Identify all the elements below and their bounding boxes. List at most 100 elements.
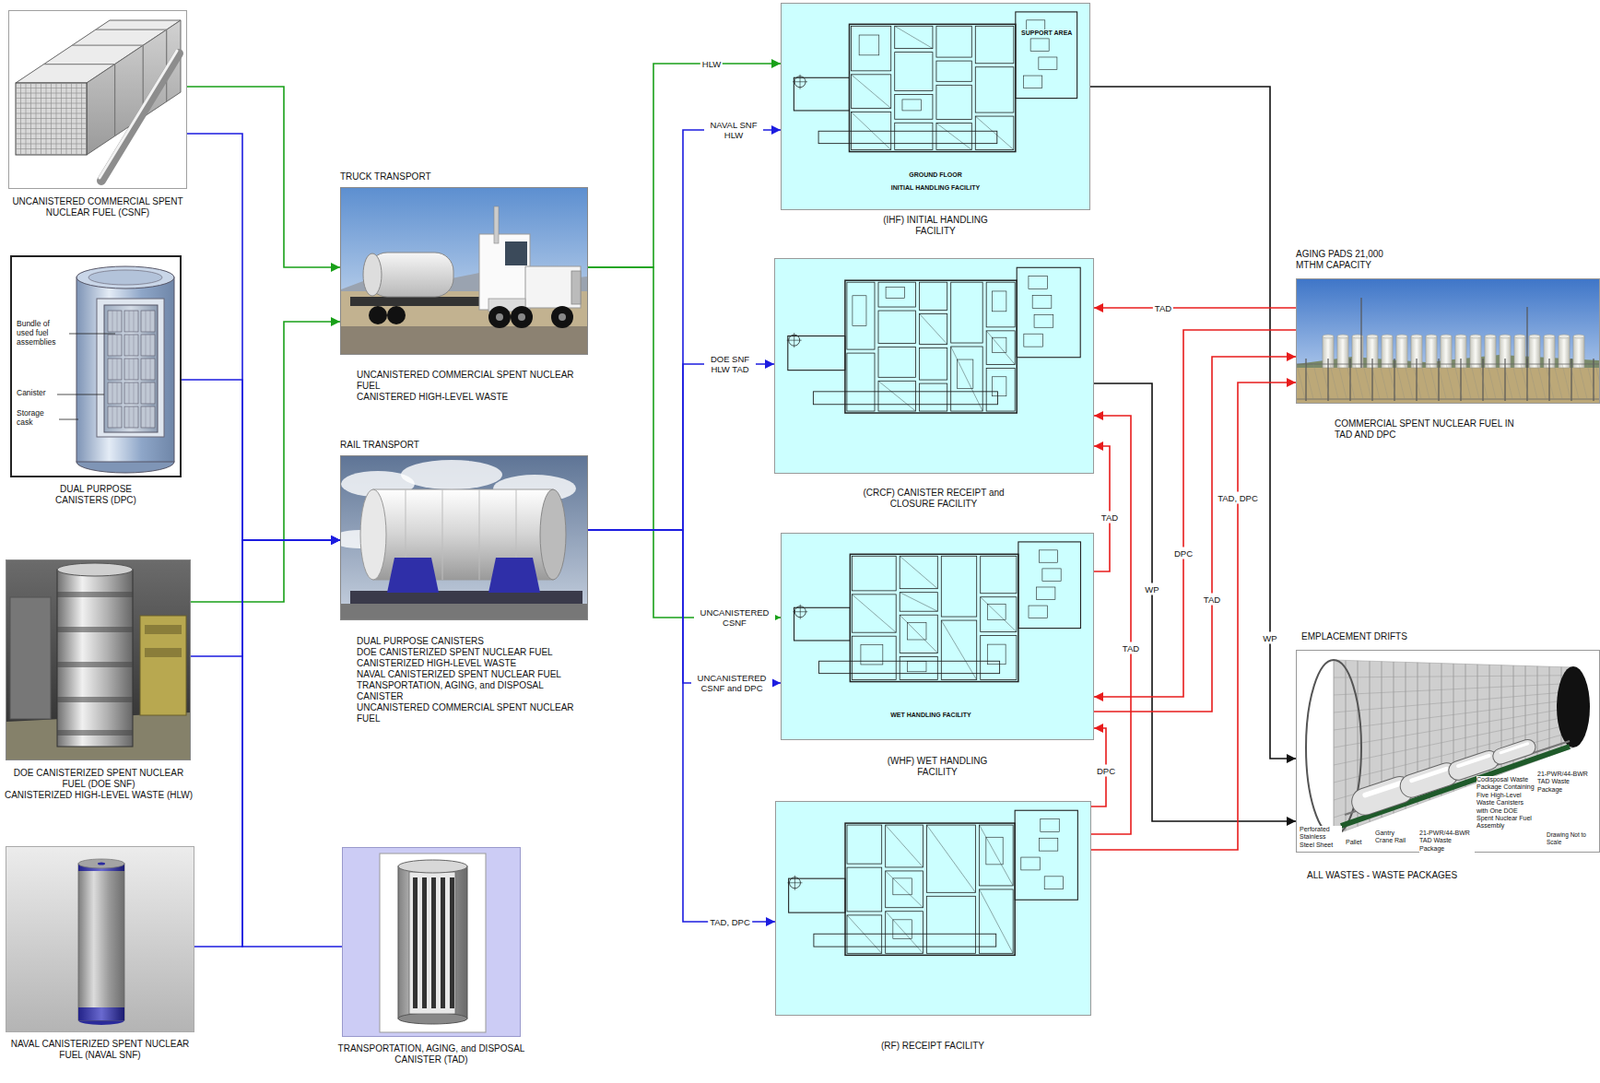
rect-shape <box>957 359 974 389</box>
edge-label: WP <box>1260 632 1279 645</box>
line-shape <box>133 358 135 380</box>
caption-block: TRUCK TRANSPORT <box>340 171 543 183</box>
line-shape <box>927 824 977 893</box>
flow-arrow <box>187 86 341 268</box>
line-shape <box>1479 364 1488 400</box>
line-shape <box>1344 741 1570 815</box>
ellipse-shape <box>1396 334 1408 339</box>
illustration <box>6 560 190 760</box>
line-shape <box>1329 364 1339 400</box>
line-shape <box>101 53 179 181</box>
caption-block: UNCANISTERED COMMERCIAL SPENT NUCLEAR FU… <box>0 196 195 219</box>
node-heading: TRANSPORTATION, AGING, and DISPOSAL CANI… <box>334 1043 529 1066</box>
rect-shape <box>894 25 933 48</box>
ellipse-shape <box>1558 334 1570 339</box>
rect-shape <box>398 866 468 1019</box>
line-shape <box>918 313 947 344</box>
rect-shape <box>986 330 1015 365</box>
node-caption: CANISTERIZED HIGH-LEVEL WASTE (HLW) <box>1 789 196 801</box>
rect-shape <box>1042 568 1061 581</box>
rect-shape <box>902 99 922 111</box>
rect-shape <box>885 870 924 908</box>
node-caption: CANISTERIZED HIGH-LEVEL WASTE <box>356 658 583 670</box>
rect-shape <box>1425 336 1437 368</box>
rect-shape <box>1016 267 1081 357</box>
node-heading: DOE CANISTERIZED SPENT NUCLEAR FUEL (DOE… <box>1 767 196 790</box>
flow-arrow <box>194 540 341 947</box>
transport-photo: TRUCK TRANSPORTUNCANISTERED COMMERCIAL S… <box>340 187 589 355</box>
rect-shape <box>936 25 972 58</box>
facility-plan: (CRCF) CANISTER RECEIPT and CLOSURE FACI… <box>774 258 1095 474</box>
line-shape <box>112 406 114 428</box>
rect-shape <box>440 877 446 1009</box>
node-caption: TRANSPORTATION, AGING, and DISPOSAL CANI… <box>356 680 583 703</box>
rect-shape <box>988 644 1007 665</box>
line-shape <box>112 310 114 332</box>
ellipse-shape <box>1366 334 1378 339</box>
flow-arrow <box>588 364 775 530</box>
line-shape <box>117 358 118 380</box>
rect-shape <box>936 84 972 119</box>
rect-shape <box>124 382 139 404</box>
rect-shape <box>571 270 581 305</box>
rect-shape <box>860 645 883 665</box>
rect-shape <box>893 919 912 940</box>
line-shape <box>1333 699 1574 730</box>
flow-arrow <box>1094 329 1296 697</box>
rect-shape <box>124 406 139 428</box>
line-shape <box>133 334 135 356</box>
callout-label: Canister <box>16 388 58 398</box>
line-shape <box>800 74 801 90</box>
line-shape <box>1305 364 1314 400</box>
line-shape <box>1421 364 1430 400</box>
line-shape <box>442 489 444 580</box>
rect-shape <box>1470 336 1482 368</box>
line-shape <box>941 620 977 681</box>
flow-arrow <box>588 529 776 922</box>
rect-shape <box>350 296 489 306</box>
line-shape <box>1371 364 1380 400</box>
fuel-assembly-image: UNCANISTERED COMMERCIAL SPENT NUCLEAR FU… <box>8 10 188 189</box>
line-shape <box>980 597 1017 633</box>
line-shape <box>1553 364 1563 400</box>
line-shape <box>1379 364 1389 400</box>
ellipse-shape <box>400 459 503 490</box>
rect-shape <box>1021 857 1040 871</box>
line-shape <box>1545 364 1554 400</box>
line-shape <box>899 614 938 653</box>
rect-shape <box>848 23 1015 152</box>
rect-shape <box>57 569 133 747</box>
line-shape <box>133 382 135 404</box>
ellipse-shape <box>1514 334 1526 339</box>
node-heading: (CRCF) CANISTER RECEIPT and CLOSURE FACI… <box>841 487 1026 510</box>
rect-shape <box>847 824 883 864</box>
edge-label: UNCANISTERED CSNF <box>694 606 776 629</box>
node-heading: (IHF) INITIAL HANDLING FACILITY <box>870 214 1000 237</box>
rect-shape <box>422 877 427 1009</box>
rect-shape <box>847 915 883 953</box>
ellipse-shape <box>1411 334 1423 339</box>
rect-shape <box>850 74 891 109</box>
ellipse-shape <box>1529 334 1541 339</box>
line-shape <box>885 911 924 954</box>
rect-shape <box>1038 550 1058 563</box>
ellipse-shape <box>78 858 125 869</box>
ellipse-shape <box>540 489 566 580</box>
rect-shape <box>1032 294 1052 308</box>
line-shape <box>850 111 891 150</box>
rect-shape <box>379 853 486 1033</box>
rect-shape <box>918 347 947 380</box>
line-shape <box>1360 297 1362 368</box>
ellipse-shape <box>1573 334 1585 339</box>
rect-shape <box>980 635 1017 680</box>
line-shape <box>1363 364 1372 400</box>
facility-plan: (WHF) WET HANDLING FACILITY <box>780 532 1095 741</box>
rect-shape <box>1015 11 1078 99</box>
rect-shape <box>412 877 418 1009</box>
line-shape <box>145 358 147 380</box>
rect-shape <box>1034 314 1054 328</box>
caption-block: (CRCF) CANISTER RECEIPT and CLOSURE FACI… <box>841 487 1026 510</box>
g-shape <box>787 810 1078 955</box>
rect-shape <box>57 591 133 598</box>
caption-block: NAVAL CANISTERIZED SPENT NUCLEAR FUEL (N… <box>0 1038 200 1061</box>
